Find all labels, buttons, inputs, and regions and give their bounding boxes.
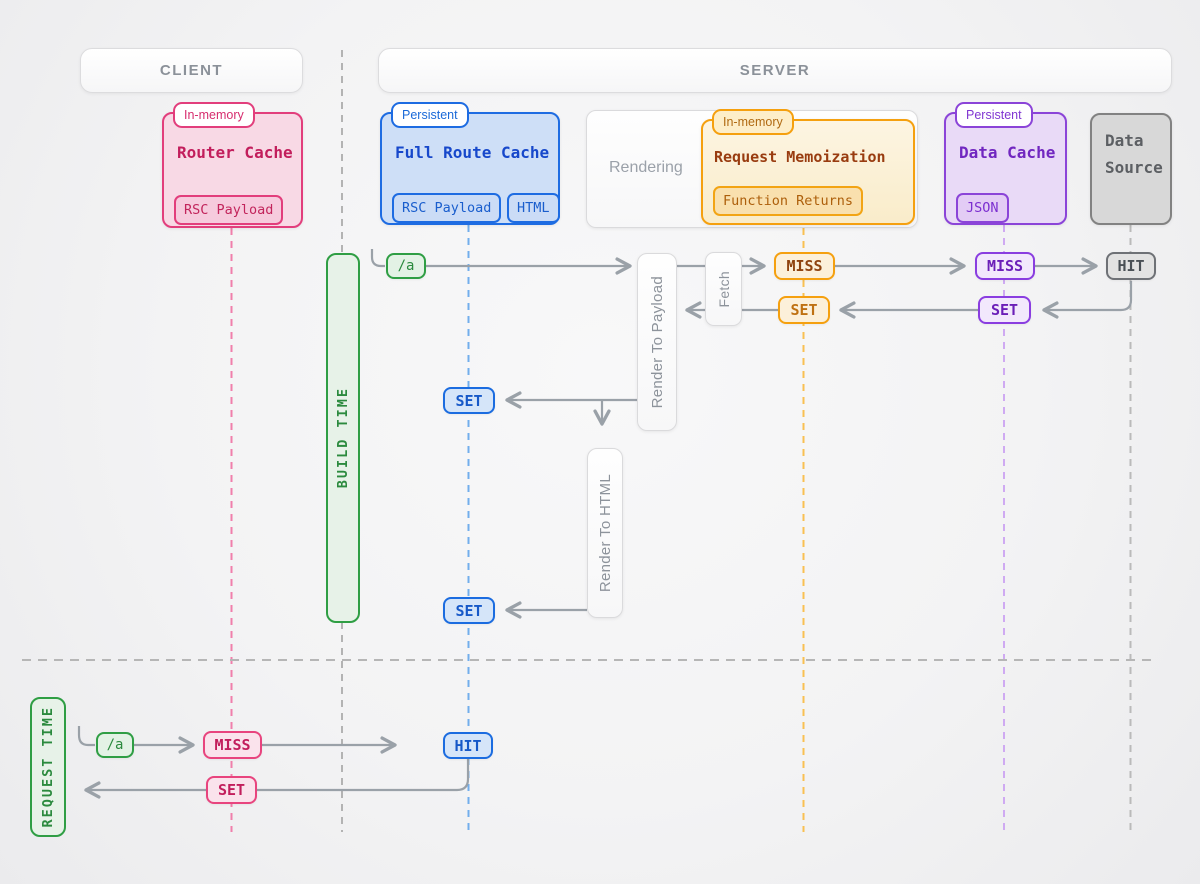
- full-route-set-payload-chip: SET: [443, 387, 495, 414]
- full-route-cache-box: Persistent Full Route Cache RSC Payload …: [380, 102, 560, 225]
- render-to-html-label: Render To HTML: [596, 473, 614, 593]
- hook-build-route: [370, 249, 385, 268]
- server-label: SERVER: [739, 62, 811, 79]
- render-to-html-box: Render To HTML: [587, 448, 623, 618]
- data-source-title: Data Source: [1105, 131, 1163, 178]
- data-cache-set-chip: SET: [978, 296, 1031, 324]
- build-time-bar: BUILD TIME: [326, 253, 360, 623]
- memo-miss-chip: MISS: [774, 252, 835, 280]
- data-cache-title: Data Cache: [959, 143, 1056, 162]
- router-cache-chip-rsc-payload: RSC Payload: [174, 195, 284, 225]
- request-memoization-title: Request Memoization: [714, 148, 886, 166]
- full-route-cache-chip-html: HTML: [507, 193, 560, 223]
- rendering-box: Rendering In-memory Request Memoization …: [586, 109, 918, 228]
- server-lane-header: SERVER: [378, 48, 1172, 93]
- rendering-label: Rendering: [609, 159, 683, 176]
- hook-request-route: [77, 726, 95, 747]
- render-to-payload-label: Render To Payload: [648, 275, 666, 409]
- request-memoization-box: In-memory Request Memoization Function R…: [701, 109, 915, 225]
- router-cache-tag: In-memory: [173, 102, 255, 128]
- request-memoization-tag: In-memory: [712, 109, 794, 135]
- client-lane-header: CLIENT: [80, 48, 303, 93]
- request-time-bar: REQUEST TIME: [30, 697, 66, 837]
- full-route-set-html-chip: SET: [443, 597, 495, 624]
- data-cache-tag: Persistent: [955, 102, 1033, 128]
- router-miss-chip: MISS: [203, 731, 262, 759]
- arrow-hit-to-datacache-set: [1042, 281, 1133, 319]
- client-label: CLIENT: [159, 62, 224, 79]
- render-to-payload-box: Render To Payload: [637, 253, 677, 431]
- full-route-cache-title: Full Route Cache: [395, 143, 550, 162]
- arrow-hit-to-router-set: [84, 759, 470, 799]
- build-route-chip: /a: [386, 253, 426, 279]
- data-source-hit-chip: HIT: [1106, 252, 1156, 280]
- fetch-box: Fetch: [705, 252, 742, 326]
- full-route-cache-tag: Persistent: [391, 102, 469, 128]
- memo-set-chip: SET: [778, 296, 830, 324]
- full-route-cache-chip-rsc-payload: RSC Payload: [392, 193, 502, 223]
- fetch-label: Fetch: [715, 270, 732, 308]
- request-route-chip: /a: [96, 732, 134, 758]
- request-time-label: REQUEST TIME: [40, 706, 56, 828]
- data-cache-miss-chip: MISS: [975, 252, 1035, 280]
- full-route-hit-chip: HIT: [443, 732, 493, 759]
- data-cache-chip-json: JSON: [956, 193, 1009, 223]
- data-source-box: Data Source: [1090, 113, 1172, 225]
- request-memoization-chip-function-returns: Function Returns: [713, 186, 864, 216]
- router-cache-title: Router Cache: [177, 143, 293, 162]
- data-cache-box: Persistent Data Cache JSON: [944, 102, 1067, 225]
- router-cache-box: In-memory Router Cache RSC Payload: [162, 102, 303, 228]
- router-set-chip: SET: [206, 776, 257, 804]
- build-time-label: BUILD TIME: [335, 387, 351, 489]
